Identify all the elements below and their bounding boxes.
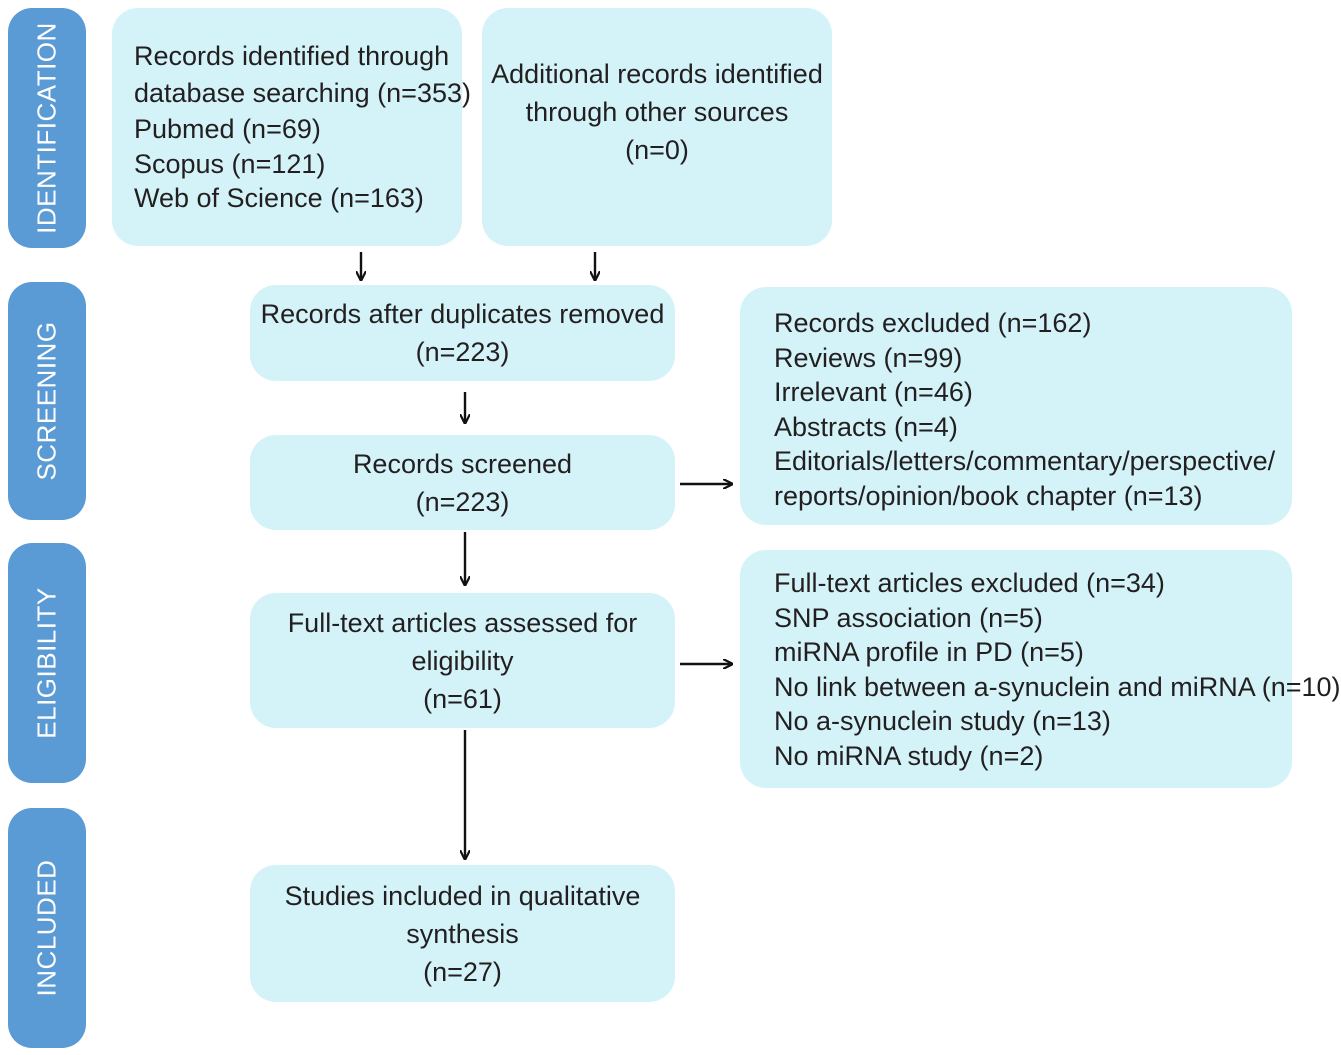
box-studies-included: Studies included in qualitative synthesi… [250, 865, 675, 1002]
box-other-sources: Additional records identified through ot… [482, 8, 832, 246]
box-line: reports/opinion/book chapter (n=13) [774, 480, 1203, 511]
prisma-flow-diagram: IDENTIFICATION SCREENING ELIGIBILITY INC… [0, 8, 1341, 1055]
box-line: eligibility [411, 645, 514, 676]
box-records-screened: Records screened (n=223) [250, 435, 675, 530]
box-records-excluded: Records excluded (n=162) Reviews (n=99) … [740, 287, 1292, 525]
stage-identification: IDENTIFICATION [8, 8, 86, 248]
box-line: Records after duplicates removed [260, 299, 665, 329]
box-line: Pubmed (n=69) [134, 114, 321, 144]
box-line: Editorials/letters/commentary/perspectiv… [774, 446, 1276, 476]
stage-eligibility: ELIGIBILITY [8, 543, 86, 783]
box-line: through other sources [525, 97, 789, 127]
box-line: synthesis [406, 918, 519, 949]
box-line: (n=0) [625, 135, 689, 165]
box-fulltext-assessed: Full-text articles assessed for eligibil… [250, 593, 675, 728]
box-line: (n=223) [415, 337, 510, 367]
stage-included: INCLUDED [8, 808, 86, 1048]
box-database-search: Records identified through database sear… [112, 8, 471, 246]
box-line: (n=223) [415, 486, 510, 517]
box-line: Studies included in qualitative [284, 880, 641, 911]
flow-arrows [0, 252, 1300, 1055]
stage-screening: SCREENING [8, 282, 86, 520]
box-line: Web of Science (n=163) [134, 183, 424, 213]
box-line: (n=27) [423, 956, 502, 987]
box-line: Records identified through [134, 41, 450, 71]
box-fulltext-excluded: Full-text articles excluded (n=34) SNP a… [740, 550, 1341, 788]
box-line: miRNA profile in PD (n=5) [774, 637, 1084, 667]
box-line: No a-synuclein study (n=13) [774, 706, 1111, 736]
box-line: Records screened [352, 448, 573, 479]
box-line: Additional records identified [491, 59, 823, 89]
box-duplicates-removed: Records after duplicates removed (n=223) [250, 285, 675, 381]
box-line: Abstracts (n=4) [774, 411, 958, 442]
box-line: Scopus (n=121) [134, 148, 326, 179]
box-line: No miRNA study (n=2) [774, 740, 1044, 771]
box-line: SNP association (n=5) [774, 602, 1043, 633]
box-line: No link between a-synuclein and miRNA (n… [774, 671, 1341, 702]
box-line: Full-text articles excluded (n=34) [774, 568, 1165, 598]
box-line: database searching (n=353) [134, 78, 471, 108]
box-line: (n=61) [423, 683, 502, 714]
box-line: Records excluded (n=162) [774, 308, 1092, 338]
box-line: Full-text articles assessed for [287, 607, 638, 638]
box-line: Reviews (n=99) [774, 342, 963, 373]
box-line: Irrelevant (n=46) [774, 377, 973, 407]
